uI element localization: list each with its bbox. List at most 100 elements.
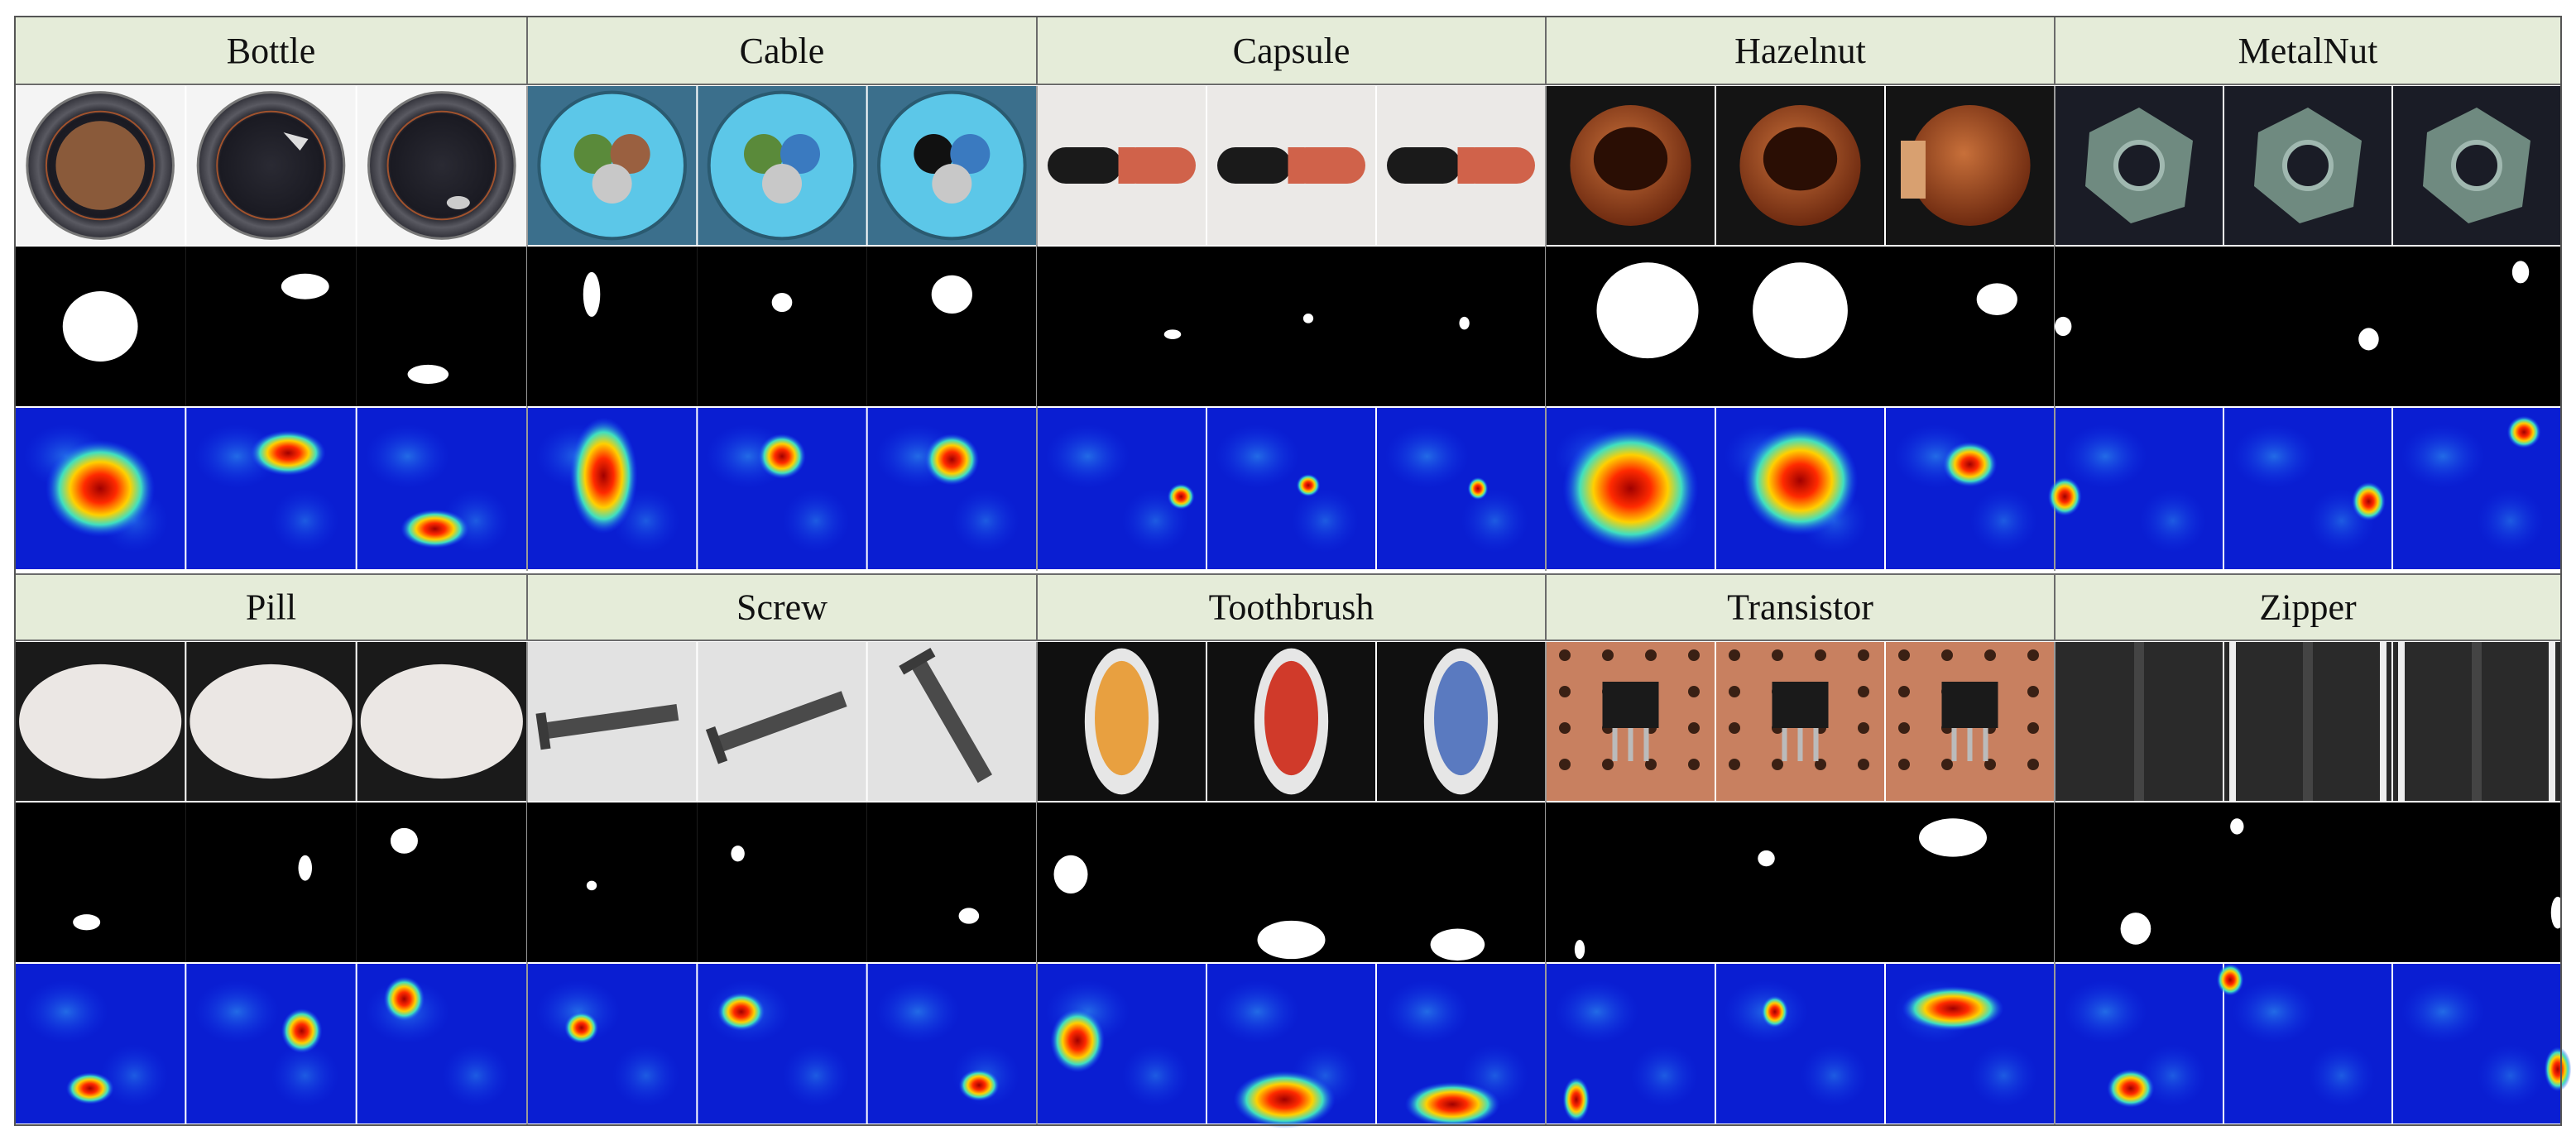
- heatmap-hotspot: [1942, 441, 1998, 487]
- ground-truth-mask: [356, 802, 527, 962]
- mask-region: [1163, 329, 1182, 339]
- category-label: Hazelnut: [1734, 31, 1866, 71]
- photo-Zipper: [2056, 642, 2223, 801]
- heatmap-hotspot: [1761, 995, 1789, 1028]
- category-label: Cable: [740, 31, 825, 71]
- photo-Cable: [698, 86, 866, 245]
- category-label: Screw: [736, 587, 827, 627]
- ground-truth-mask: [2223, 247, 2392, 406]
- heatmap-hotspot: [1050, 1008, 1105, 1073]
- ground-truth-mask: [356, 247, 527, 406]
- heatmap-hotspot: [958, 1069, 1000, 1101]
- mask-region: [2055, 316, 2072, 337]
- photo-Bottle: [186, 86, 356, 245]
- ground-truth-mask: [527, 802, 698, 962]
- category-label: Zipper: [2259, 587, 2357, 627]
- heatmap-hotspot: [1233, 1071, 1336, 1128]
- ground-truth-mask: [1885, 247, 2055, 406]
- heatmap-hotspot: [401, 509, 469, 549]
- photo-Transistor: [1547, 642, 1715, 801]
- mask-region: [1976, 283, 2017, 315]
- mask-region: [407, 364, 449, 384]
- heatmap-hotspot: [281, 1008, 323, 1054]
- photo-Bottle: [16, 86, 185, 245]
- photo-Zipper: [2224, 642, 2391, 801]
- ground-truth-mask: [1546, 802, 1715, 962]
- category-label: Capsule: [1233, 31, 1350, 71]
- heatmap-hotspot: [1562, 1077, 1590, 1123]
- mask-region: [771, 292, 793, 313]
- mask-region: [2358, 328, 2379, 351]
- mask-region: [1430, 928, 1485, 961]
- photo-Capsule: [1038, 86, 1206, 245]
- ground-truth-mask: [15, 802, 186, 962]
- ground-truth-mask: [1206, 247, 1376, 406]
- photo-Hazelnut: [1886, 86, 2054, 245]
- photo-Pill: [186, 642, 356, 801]
- ground-truth-mask: [2392, 247, 2561, 406]
- mask-region: [73, 914, 101, 931]
- photo-Transistor: [1886, 642, 2054, 801]
- heatmap-hotspot: [717, 992, 765, 1032]
- ground-truth-mask: [185, 247, 357, 406]
- header-cell: [1545, 573, 2056, 641]
- heatmap-hotspot: [2544, 1047, 2572, 1092]
- heatmap-hotspot: [1562, 427, 1699, 550]
- header-cell: [14, 573, 528, 641]
- category-label: Toothbrush: [1209, 587, 1374, 627]
- mask-region: [2120, 913, 2151, 945]
- mask-region: [281, 273, 329, 299]
- mask-region: [2511, 261, 2530, 284]
- mask-region: [1459, 316, 1470, 330]
- heatmap-hotspot: [1902, 986, 2004, 1032]
- photo-Hazelnut: [1716, 86, 1884, 245]
- heatmap-hotspot: [2506, 415, 2541, 448]
- ground-truth-mask: [1037, 247, 1206, 406]
- heatmap-hotspot: [1296, 473, 1321, 497]
- photo-Pill: [16, 642, 185, 801]
- mask-region: [1753, 262, 1848, 359]
- header-cell: [526, 16, 1038, 85]
- mask-region: [62, 291, 138, 362]
- photo-Zipper: [2393, 642, 2560, 801]
- photo-Screw: [698, 642, 866, 801]
- mask-region: [1257, 920, 1326, 960]
- header-cell: [1545, 16, 2056, 85]
- photo-Toothbrush: [1038, 642, 1206, 801]
- photo-Capsule: [1377, 86, 1545, 245]
- photo-Transistor: [1716, 642, 1884, 801]
- header-cell: [2054, 573, 2562, 641]
- mask-region: [931, 275, 972, 314]
- photo-MetalNut: [2393, 86, 2560, 245]
- photo-Cable: [528, 86, 697, 245]
- mask-region: [1574, 939, 1585, 960]
- heatmap-hotspot: [924, 434, 980, 486]
- photo-Toothbrush: [1207, 642, 1375, 801]
- mask-region: [731, 846, 745, 862]
- figure-border: [14, 16, 2562, 1126]
- ground-truth-mask: [527, 247, 698, 406]
- heatmap-hotspot: [758, 434, 806, 479]
- mask-region: [298, 855, 313, 881]
- photo-Screw: [867, 642, 1036, 801]
- photo-Capsule: [1207, 86, 1375, 245]
- category-label: Transistor: [1727, 587, 1873, 627]
- ground-truth-mask: [866, 247, 1037, 406]
- heatmap-hotspot: [1167, 483, 1195, 510]
- ground-truth-mask: [2392, 802, 2561, 962]
- photo-MetalNut: [2224, 86, 2391, 245]
- mask-region: [2230, 818, 2244, 835]
- heatmap-hotspot: [1404, 1081, 1500, 1127]
- heatmap-hotspot: [46, 440, 156, 537]
- header-cell: [2054, 16, 2562, 85]
- ground-truth-mask: [185, 802, 357, 962]
- category-label: Bottle: [227, 31, 316, 71]
- heatmap-hotspot: [2352, 481, 2386, 521]
- header-cell: [1036, 573, 1547, 641]
- heatmap-hotspot: [1467, 477, 1489, 501]
- mask-region: [586, 880, 597, 891]
- mask-region: [1758, 850, 1775, 867]
- ground-truth-mask: [866, 802, 1037, 962]
- heatmap-hotspot: [2047, 477, 2082, 516]
